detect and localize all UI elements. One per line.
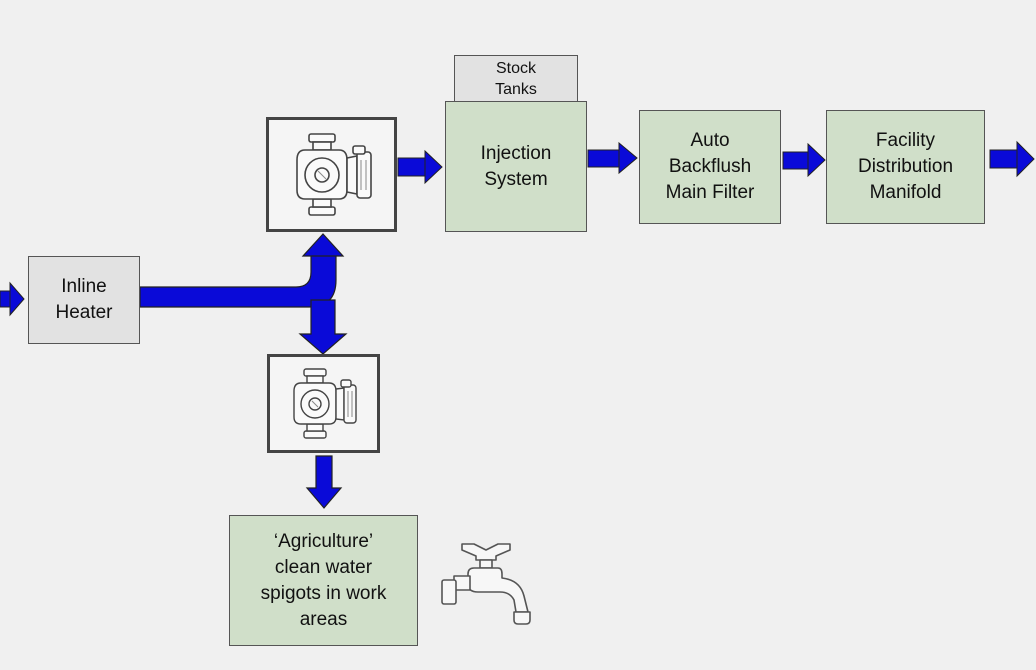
- main-supply-pipe: [139, 254, 337, 308]
- arrow-pump-to-spigots: [305, 455, 343, 509]
- upper-pump: [266, 117, 397, 232]
- branch-to-lower-pump: [298, 299, 348, 355]
- arrow-filter-to-manifold: [782, 142, 826, 178]
- circulation-pump-icon: [296, 133, 372, 216]
- arrow-manifold-outlet: [989, 140, 1035, 178]
- arrow-injection-to-filter: [587, 141, 638, 175]
- injection-system-box: Injection System: [445, 101, 587, 232]
- circulation-pump-icon: [293, 368, 357, 439]
- inline-heater-box: Inline Heater: [28, 256, 140, 344]
- lower-pump: [267, 354, 380, 453]
- auto-backflush-filter-box: Auto Backflush Main Filter: [639, 110, 781, 224]
- facility-distribution-manifold-box: Facility Distribution Manifold: [826, 110, 985, 224]
- inlet-arrow: [0, 281, 25, 317]
- stock-tanks-box: Stock Tanks: [454, 55, 578, 102]
- arrow-to-upper-pump: [301, 233, 345, 257]
- agriculture-spigots-box: ‘Agriculture’ clean water spigots in wor…: [229, 515, 418, 646]
- faucet-icon: [441, 543, 531, 625]
- arrow-pump-to-injection: [397, 149, 443, 185]
